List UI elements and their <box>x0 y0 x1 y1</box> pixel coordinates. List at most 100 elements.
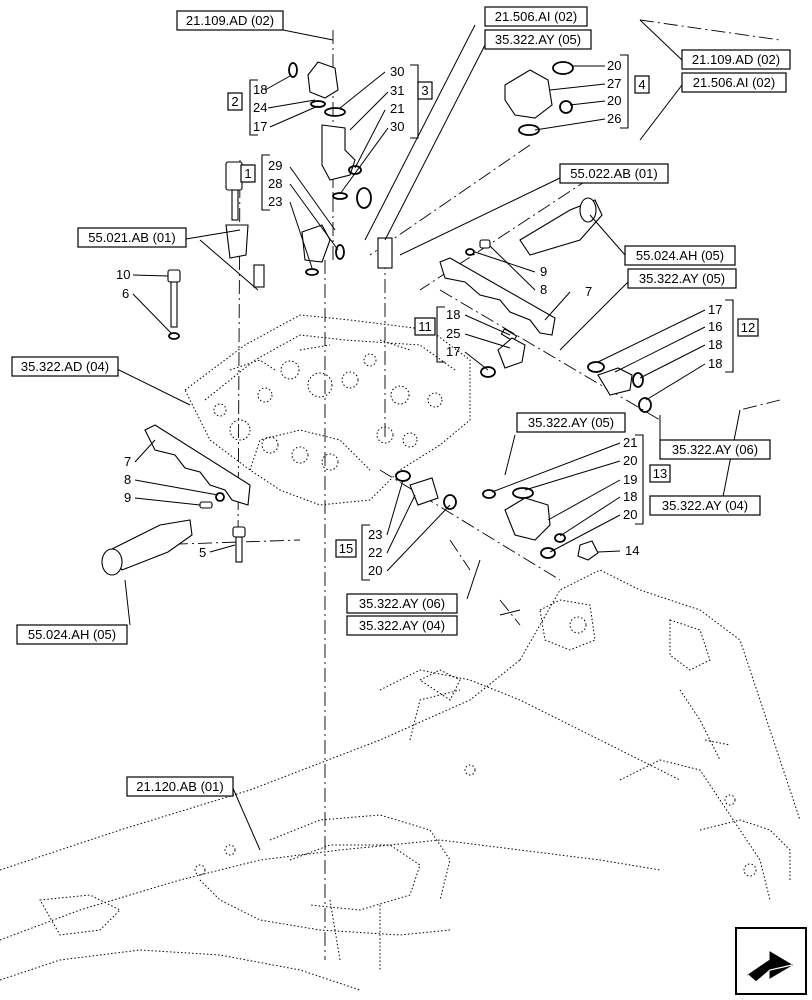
part-num: 7 <box>124 454 131 469</box>
navigation-arrow-icon[interactable] <box>735 927 807 995</box>
ref-35-322-ay-05-top[interactable]: 35.322.AY (05) <box>484 29 592 50</box>
part-num: 19 <box>623 472 637 487</box>
part-num: 17 <box>708 302 722 317</box>
elbow-fitting-29 <box>301 224 345 276</box>
ref-55-024-ah-lower[interactable]: 55.024.AH (05) <box>16 624 128 645</box>
bolt-5 <box>232 526 246 563</box>
ref-55-022-ab[interactable]: 55.022.AB (01) <box>559 163 669 184</box>
adapter-15 <box>395 470 457 510</box>
fitting-12 <box>587 361 652 413</box>
ref-35-322-ay-04-bottom[interactable]: 35.322.AY (04) <box>346 615 458 636</box>
group-box-2[interactable]: 2 <box>227 92 243 111</box>
svg-text:21.109.AD (02): 21.109.AD (02) <box>692 52 780 67</box>
part-num: 22 <box>368 545 382 560</box>
retaining-plate-7-lower <box>144 424 251 509</box>
group-box-1[interactable]: 1 <box>240 164 256 183</box>
ref-35-322-ay-06-bottom[interactable]: 35.322.AY (06) <box>346 593 458 614</box>
group-box-12[interactable]: 12 <box>737 318 759 337</box>
svg-text:55.024.AH (05): 55.024.AH (05) <box>636 248 724 263</box>
part-num: 30 <box>390 119 404 134</box>
part-num: 31 <box>390 83 404 98</box>
part-num: 17 <box>446 344 460 359</box>
part-num: 18 <box>708 337 722 352</box>
part-numbers: 18 24 17 30 31 21 30 20 27 20 26 29 28 2… <box>116 58 722 578</box>
group-box-3[interactable]: 3 <box>417 81 433 100</box>
part-num: 14 <box>625 543 639 558</box>
svg-text:35.322.AY (06): 35.322.AY (06) <box>672 442 758 457</box>
part-num: 5 <box>199 545 206 560</box>
reference-labels: 21.109.AD (02) 21.506.AI (02) 35.322.AY … <box>11 6 791 797</box>
solenoid-55024-lower <box>101 519 193 576</box>
part-num: 23 <box>368 527 382 542</box>
svg-text:11: 11 <box>418 319 432 334</box>
part-num: 20 <box>607 93 621 108</box>
svg-text:15: 15 <box>339 541 353 556</box>
part-num: 28 <box>268 176 282 191</box>
part-num: 21 <box>623 435 637 450</box>
ref-55-021-ab[interactable]: 55.021.AB (01) <box>77 227 187 248</box>
retaining-plate-7-upper <box>439 239 556 336</box>
svg-text:35.322.AY (05): 35.322.AY (05) <box>528 415 614 430</box>
ref-21-120-ab[interactable]: 21.120.AB (01) <box>126 776 234 797</box>
part-num: 20 <box>623 453 637 468</box>
svg-text:35.322.AY (04): 35.322.AY (04) <box>662 498 748 513</box>
part-num: 18 <box>253 82 267 97</box>
group-box-13[interactable]: 13 <box>649 464 671 483</box>
svg-text:1: 1 <box>244 166 251 181</box>
part-num: 18 <box>708 356 722 371</box>
svg-text:55.022.AB (01): 55.022.AB (01) <box>570 166 657 181</box>
assembly-centerlines <box>149 19 781 960</box>
solenoid-55024-upper <box>519 197 603 256</box>
svg-text:35.322.AY (06): 35.322.AY (06) <box>359 596 445 611</box>
svg-text:21.120.AB (01): 21.120.AB (01) <box>136 779 223 794</box>
part-num: 24 <box>253 100 267 115</box>
svg-text:13: 13 <box>653 466 667 481</box>
svg-text:35.322.AY (05): 35.322.AY (05) <box>495 32 581 47</box>
svg-text:3: 3 <box>421 83 428 98</box>
ref-35-322-ay-06-right[interactable]: 35.322.AY (06) <box>659 439 771 460</box>
part-num: 8 <box>124 472 131 487</box>
ref-21-506-ai-top[interactable]: 21.506.AI (02) <box>484 6 588 27</box>
sensor-plug <box>377 237 393 269</box>
svg-text:55.024.AH (05): 55.024.AH (05) <box>28 627 116 642</box>
group-box-15[interactable]: 15 <box>335 539 357 558</box>
elbow-fitting-2 <box>288 61 339 108</box>
svg-text:12: 12 <box>741 320 755 335</box>
part-num: 10 <box>116 267 130 282</box>
part-num: 20 <box>623 507 637 522</box>
svg-text:21.506.AI (02): 21.506.AI (02) <box>495 9 577 24</box>
control-valve-block <box>184 314 471 506</box>
ref-35-322-ay-05-mid[interactable]: 35.322.AY (05) <box>627 268 737 289</box>
svg-text:35.322.AY (05): 35.322.AY (05) <box>639 271 725 286</box>
group-number-boxes: 2 3 4 1 11 12 13 15 <box>227 75 759 558</box>
part-num: 30 <box>390 64 404 79</box>
ref-21-506-ai-right[interactable]: 21.506.AI (02) <box>681 72 787 93</box>
part-num: 23 <box>268 194 282 209</box>
svg-text:21.109.AD (02): 21.109.AD (02) <box>186 13 274 28</box>
svg-text:35.322.AD (04): 35.322.AD (04) <box>21 359 109 374</box>
ref-21-109-ad-right[interactable]: 21.109.AD (02) <box>681 49 791 70</box>
part-num: 25 <box>446 326 460 341</box>
part-num: 6 <box>122 286 129 301</box>
ref-21-109-ad-top[interactable]: 21.109.AD (02) <box>176 10 284 31</box>
part-num: 9 <box>124 490 131 505</box>
ref-35-322-ay-05-lower[interactable]: 35.322.AY (05) <box>516 412 626 433</box>
group-brackets <box>249 54 734 581</box>
svg-text:21.506.AI (02): 21.506.AI (02) <box>693 75 775 90</box>
part-num: 26 <box>607 111 621 126</box>
ref-55-024-ah-upper[interactable]: 55.024.AH (05) <box>624 245 736 266</box>
svg-text:2: 2 <box>231 94 238 109</box>
svg-text:4: 4 <box>638 77 645 92</box>
part-num: 27 <box>607 76 621 91</box>
ref-35-322-ad-04[interactable]: 35.322.AD (04) <box>11 356 119 377</box>
part-num: 18 <box>623 489 637 504</box>
elbow-fitting-4 <box>504 61 574 136</box>
group-box-4[interactable]: 4 <box>634 75 650 94</box>
transmission-housing <box>0 569 801 991</box>
part-num: 21 <box>390 101 404 116</box>
svg-text:35.322.AY (04): 35.322.AY (04) <box>359 618 445 633</box>
group-box-11[interactable]: 11 <box>414 317 436 336</box>
tee-fitting-13 <box>482 487 599 561</box>
ref-35-322-ay-04-right[interactable]: 35.322.AY (04) <box>649 495 761 516</box>
pressure-sensor-1 <box>225 161 265 288</box>
